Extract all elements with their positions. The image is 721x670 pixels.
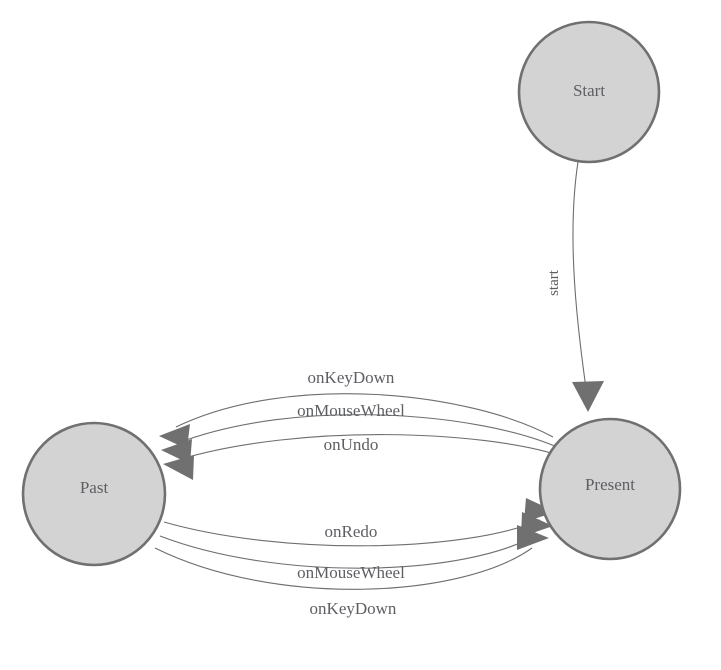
node-past-label: Past	[80, 478, 109, 497]
arrowhead-present-to-past-undo	[163, 455, 194, 480]
edge-start-to-present[interactable]: start	[546, 161, 604, 412]
edge-path-past-to-present-keydown	[154, 547, 533, 590]
node-present-circle	[538, 417, 682, 561]
arrowhead-start-to-present	[572, 381, 604, 412]
node-start[interactable]: Start	[517, 20, 661, 164]
edge-path-past-to-present-redo	[163, 519, 541, 547]
edge-path-past-to-present-mousewheel	[159, 534, 537, 569]
arrowhead-past-to-present-keydown	[517, 525, 549, 550]
edge-label-present-to-past-keydown: onKeyDown	[308, 368, 395, 387]
edge-past-to-present-keydown[interactable]: onKeyDown	[154, 525, 549, 618]
edge-path-present-to-past-keydown	[175, 393, 554, 438]
edge-label-start: start	[546, 269, 562, 296]
node-past[interactable]: Past	[21, 421, 167, 567]
edge-present-to-past-undo[interactable]: onUndo	[163, 434, 562, 480]
edge-label-present-to-past-undo: onUndo	[324, 435, 379, 454]
edge-label-present-to-past-mousewheel: onMouseWheel	[297, 401, 405, 420]
edge-path-start-to-present	[572, 161, 588, 397]
node-present-label: Present	[585, 475, 635, 494]
node-past-circle	[21, 421, 167, 567]
node-start-label: Start	[573, 81, 605, 100]
node-present[interactable]: Present	[538, 417, 682, 561]
node-start-circle	[517, 20, 661, 164]
edge-path-present-to-past-mousewheel	[177, 414, 558, 448]
arrowhead-past-to-present-redo	[524, 498, 556, 522]
edge-label-past-to-present-keydown: onKeyDown	[310, 599, 397, 618]
edge-label-past-to-present-mousewheel: onMouseWheel	[297, 563, 405, 582]
edge-past-to-present-redo[interactable]: onRedo	[163, 498, 556, 547]
edge-label-past-to-present-redo: onRedo	[325, 522, 378, 541]
edge-path-present-to-past-undo	[180, 434, 562, 460]
